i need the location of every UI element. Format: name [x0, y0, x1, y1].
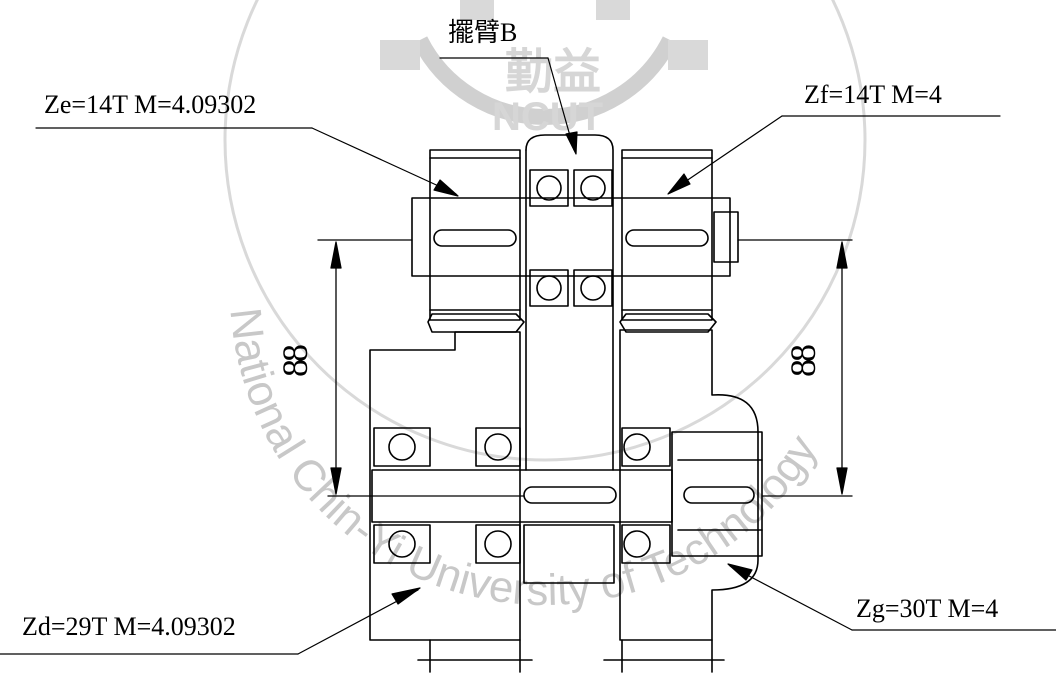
- keyway-zf: [625, 229, 709, 247]
- watermark-logo-cn: 勤益: [505, 46, 601, 99]
- keyway-zg: [683, 486, 755, 504]
- watermark-ring: [223, 0, 867, 462]
- leader-ze: [35, 127, 459, 197]
- leader-arm-b: [439, 57, 578, 155]
- spacer-sleeve: [523, 524, 615, 584]
- watermark-gear-logo: [380, 0, 708, 125]
- leader-zd: [0, 587, 421, 655]
- leader-zf: [667, 115, 1001, 195]
- watermark-logo-en: NCUT: [492, 95, 603, 139]
- dimension-left: [317, 239, 525, 497]
- gear-zf-body: [621, 149, 713, 321]
- keyway-ze: [433, 229, 517, 247]
- university-watermark: 勤益 NCUT National Chin-Yi University of T…: [220, 0, 867, 615]
- leader-zg: [727, 563, 1056, 631]
- bearing-bottom-right: [621, 427, 671, 564]
- mechanical-drawing: [0, 57, 1056, 673]
- label-gear-ze: Ze=14T M=4.09302: [44, 90, 257, 119]
- dimension-right: [737, 239, 853, 497]
- keyway-zd: [523, 486, 617, 504]
- dimension-right-value: 88: [783, 347, 823, 377]
- housing-right-outline: [619, 329, 759, 641]
- gear-ze-body: [429, 149, 521, 321]
- label-gear-zd: Zd=29T M=4.09302: [22, 612, 236, 641]
- label-gear-zg: Zg=30T M=4: [856, 594, 999, 623]
- bearing-bottom-left: [373, 427, 521, 564]
- bearing-top-lower: [529, 269, 613, 307]
- label-gear-zf: Zf=14T M=4: [804, 80, 942, 109]
- housing-left-outline: [369, 331, 521, 641]
- swing-arm-b-body: [525, 134, 614, 471]
- label-swing-arm-b: 擺臂B: [448, 18, 518, 47]
- top-shaft: [411, 197, 731, 277]
- bearing-top-upper: [529, 169, 613, 207]
- dimension-left-value: 88: [275, 347, 315, 377]
